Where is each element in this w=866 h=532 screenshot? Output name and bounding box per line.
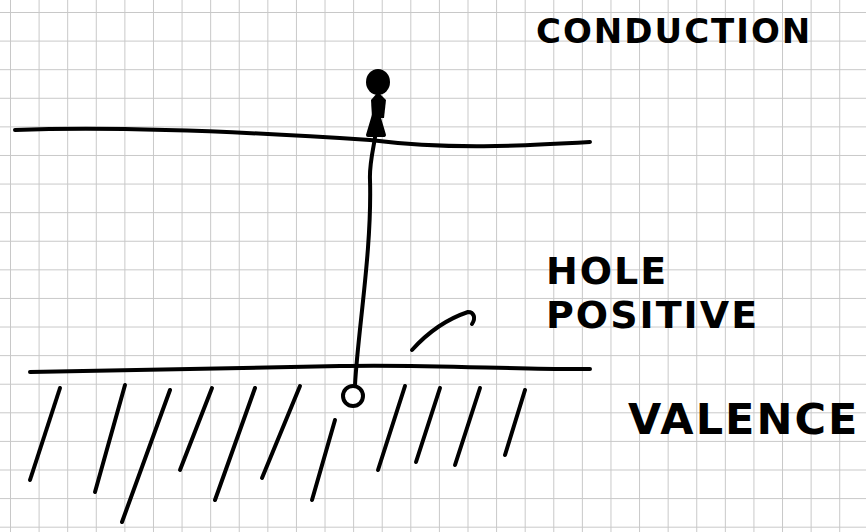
valence-band-edge [30,366,590,372]
hole-circle [343,386,363,406]
electron-stem [371,92,386,118]
band-label: CONDUCTION [536,12,812,51]
conduction-band-edge [15,129,590,147]
excitation-line [355,128,376,385]
leader-line [412,312,474,350]
band-label: HOLE POSITIVE [546,250,796,337]
valence-hatching [30,385,525,522]
electron-dot [366,69,390,95]
band-label: VALENCE [628,395,858,444]
